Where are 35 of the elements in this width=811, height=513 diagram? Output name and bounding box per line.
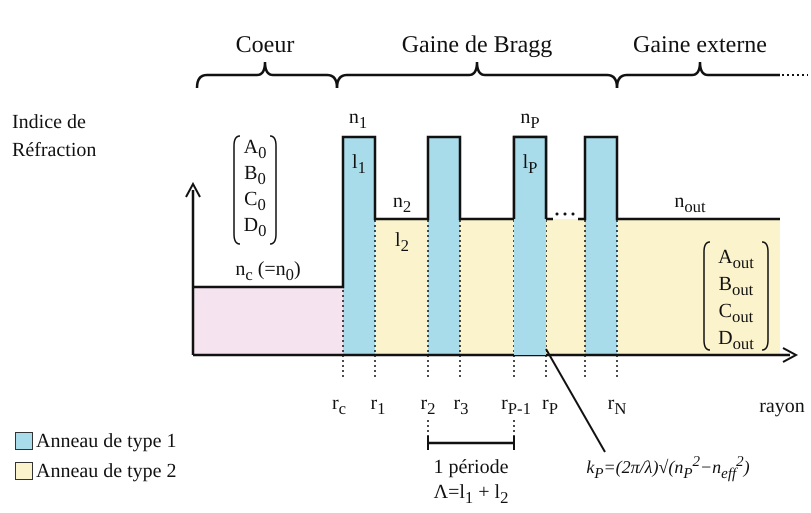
radius-label: r$_{c}$ bbox=[332, 392, 346, 420]
radius-label: r$_{2}$ bbox=[420, 392, 436, 420]
period-label: 1 période bbox=[434, 456, 508, 478]
index-label: n$_{out}$ bbox=[674, 190, 706, 218]
matrix-entry: B$_{out}$ bbox=[718, 273, 754, 301]
index-label: n$_{2}$ bbox=[392, 190, 412, 218]
thickness-label: l$_{2}$ bbox=[395, 229, 409, 257]
matrix-entry: A$_{0}$ bbox=[244, 136, 266, 164]
ring-bar bbox=[514, 137, 546, 355]
radius-label: r$_{3}$ bbox=[454, 392, 468, 420]
index-label: n$_{P}$ bbox=[520, 106, 540, 134]
legend-label: Anneau de type 2 bbox=[36, 460, 177, 482]
axis-title: Indice de Réfraction bbox=[12, 110, 98, 163]
index-label: n$_{c}$ (=n$_{0}$) bbox=[235, 258, 301, 286]
formula-text: k$_{P}$=(2π/λ)√(n$_{P}$$^{2}$−n$_{eff}$$^{2}$) bbox=[586, 451, 750, 485]
matrix-entry: D$_{0}$ bbox=[244, 214, 266, 242]
radius-label: r$_{P}$ bbox=[542, 392, 558, 420]
thickness-label: l$_{P}$ bbox=[522, 151, 538, 179]
section-title: Gaine de Bragg bbox=[402, 34, 552, 56]
radius-label: r$_{N}$ bbox=[608, 392, 626, 420]
thickness-label: l$_{1}$ bbox=[352, 151, 366, 179]
legend-label: Anneau de type 1 bbox=[36, 430, 177, 452]
section-title: Coeur bbox=[236, 34, 294, 56]
radius-label: r$_{1}$ bbox=[370, 392, 386, 420]
radius-label: r$_{P-1}$ bbox=[501, 392, 531, 420]
matrix-entry: B$_{0}$ bbox=[244, 162, 266, 190]
matrix-entry: C$_{out}$ bbox=[718, 300, 754, 328]
matrix-entry: D$_{out}$ bbox=[718, 327, 754, 355]
matrix-entry: A$_{out}$ bbox=[718, 246, 754, 274]
period-formula: Λ=l$_{1}$ + l$_{2}$ bbox=[434, 481, 508, 509]
section-title: Gaine externe bbox=[633, 34, 767, 56]
index-label: n$_{1}$ bbox=[348, 106, 368, 134]
leader-line bbox=[545, 348, 606, 452]
matrix-entry: C$_{0}$ bbox=[244, 188, 266, 216]
axis-label: rayon bbox=[759, 395, 805, 417]
